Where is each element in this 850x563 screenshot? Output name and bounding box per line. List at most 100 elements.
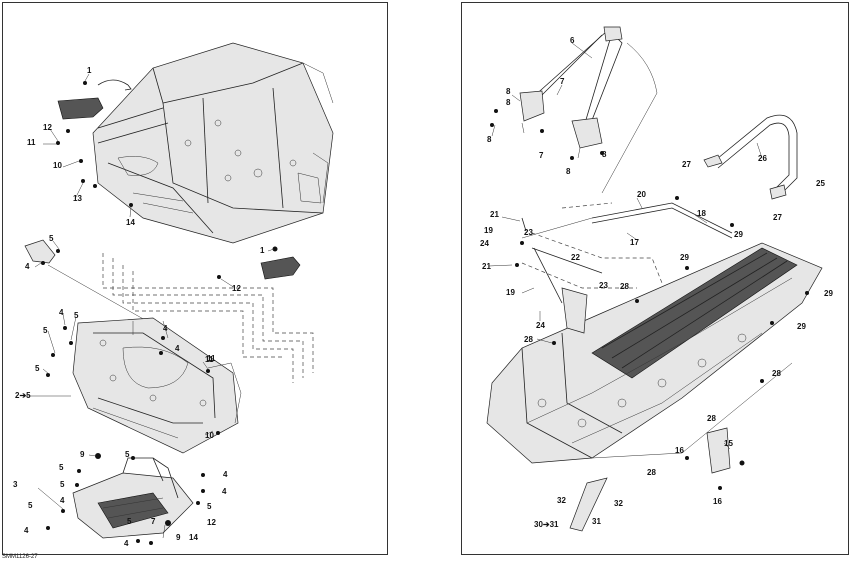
- bottom-pan-assembly: [72, 317, 242, 454]
- callout-label: 7: [560, 77, 565, 86]
- callout-label: 28: [707, 414, 716, 423]
- alignment-guides: [521, 202, 663, 289]
- callout-label: 17: [630, 238, 639, 247]
- callout-label: 7: [151, 517, 156, 526]
- left-diagram-panel: 1 12 11 10 13 14 5 4 1 12 4 5 5 4 5 4 11…: [2, 2, 388, 555]
- callout-label: 9: [176, 533, 181, 542]
- callout-label: 16: [713, 497, 722, 506]
- callout-label: 29: [824, 289, 833, 298]
- alignment-guides: [47, 253, 314, 383]
- callout-label: 13: [73, 194, 82, 203]
- callout-label: 25: [816, 179, 825, 188]
- callout-label: 24: [536, 321, 545, 330]
- right-exploded-view: 6 7 8 8 8 8 7 8 26 27 25 27 20 18 21 19 …: [480, 26, 833, 532]
- callout-label: 27: [682, 160, 691, 169]
- lower-mount-bracket: [217, 246, 301, 280]
- callout-label: 11: [27, 138, 36, 147]
- callout-label: 28: [524, 335, 533, 344]
- callout-label: 8: [506, 87, 511, 96]
- callout-label: 4: [60, 496, 65, 505]
- side-mount-piece: [24, 239, 60, 265]
- callout-label: 8: [506, 98, 511, 107]
- callout-label: 16: [675, 446, 684, 455]
- callout-label: 15: [724, 439, 733, 448]
- callout-label: 5: [207, 502, 212, 511]
- callout-label: 8: [602, 150, 607, 159]
- callout-label: 10: [53, 161, 62, 170]
- rail-brackets: [561, 287, 745, 532]
- fastener-set: [490, 109, 809, 460]
- callout-label: 5: [43, 326, 48, 335]
- callout-label: 1: [87, 66, 92, 75]
- callout-label: 23: [599, 281, 608, 290]
- callout-label: 27: [773, 213, 782, 222]
- callout-label: 8: [487, 135, 492, 144]
- callout-label: 6: [570, 36, 575, 45]
- tunnel-rail-assembly: [486, 242, 823, 464]
- callout-label: 29: [734, 230, 743, 239]
- fastener-set: [46, 129, 220, 545]
- callout-label: 21: [490, 210, 499, 219]
- callout-label: 2➔5: [15, 391, 31, 400]
- callout-label: 5: [60, 480, 65, 489]
- callout-label: 5: [127, 517, 132, 526]
- callout-labels: 6 7 8 8 8 8 7 8 26 27 25 27 20 18 21 19 …: [480, 36, 833, 529]
- callout-label: 4: [124, 539, 129, 548]
- callout-label: 23: [524, 228, 533, 237]
- callout-label: 11: [205, 355, 214, 364]
- callout-label: 20: [637, 190, 646, 199]
- callout-label: 29: [680, 253, 689, 262]
- callout-label: 14: [189, 533, 198, 542]
- callout-label: 8: [566, 167, 571, 176]
- callout-label: 5: [35, 364, 40, 373]
- callout-label: 28: [620, 282, 629, 291]
- callout-label: 29: [797, 322, 806, 331]
- tie-rod-assembly: [515, 202, 733, 304]
- callout-label: 14: [126, 218, 135, 227]
- callout-leaders: [488, 42, 763, 450]
- right-diagram-panel: 6 7 8 8 8 8 7 8 26 27 25 27 20 18 21 19 …: [461, 2, 849, 555]
- callout-label: 26: [758, 154, 767, 163]
- callout-label: 11: [207, 354, 216, 363]
- callout-label: 30➔31: [534, 520, 559, 529]
- callout-labels: 1 12 11 10 13 14 5 4 1 12 4 5 5 4 5 4 11…: [13, 66, 265, 548]
- callout-label: 24: [480, 239, 489, 248]
- callout-label: 12: [207, 518, 216, 527]
- callout-label: 4: [24, 526, 29, 535]
- callout-label: 5: [59, 463, 64, 472]
- callout-label: 32: [557, 496, 566, 505]
- grab-handle: [703, 114, 798, 200]
- left-exploded-view: 1 12 11 10 13 14 5 4 1 12 4 5 5 4 5 4 11…: [13, 42, 334, 548]
- callout-label: 4: [175, 344, 180, 353]
- callout-label: 21: [482, 262, 491, 271]
- callout-label: 1: [260, 246, 265, 255]
- callout-label: 5: [74, 311, 79, 320]
- callout-label: 32: [614, 499, 623, 508]
- front-frame-assembly: [92, 42, 334, 244]
- callout-label: 28: [647, 468, 656, 477]
- callout-label: 31: [592, 517, 601, 526]
- callout-label: 18: [697, 209, 706, 218]
- drawing-reference-code: SMM1126-27: [2, 554, 38, 560]
- upper-mount-bracket: [57, 79, 132, 120]
- callout-label: 28: [772, 369, 781, 378]
- callout-label: 19: [484, 226, 493, 235]
- callout-label: 4: [222, 487, 227, 496]
- callout-label: 12: [43, 123, 52, 132]
- callout-label: 22: [571, 253, 580, 262]
- callout-label: 4: [25, 262, 30, 271]
- callout-label: 5: [125, 450, 130, 459]
- callout-leaders: [25, 73, 275, 539]
- callout-label: 4: [59, 308, 64, 317]
- callout-label: 12: [232, 284, 241, 293]
- callout-label: 7: [539, 151, 544, 160]
- tripod-support: [519, 26, 658, 194]
- callout-label: 19: [506, 288, 515, 297]
- callout-label: 9: [80, 450, 85, 459]
- callout-label: 5: [49, 234, 54, 243]
- rear-support-assembly: [72, 453, 194, 539]
- callout-label: 3: [13, 480, 18, 489]
- callout-label: 4: [223, 470, 228, 479]
- callout-label: 4: [163, 324, 168, 333]
- callout-label: 10: [205, 431, 214, 440]
